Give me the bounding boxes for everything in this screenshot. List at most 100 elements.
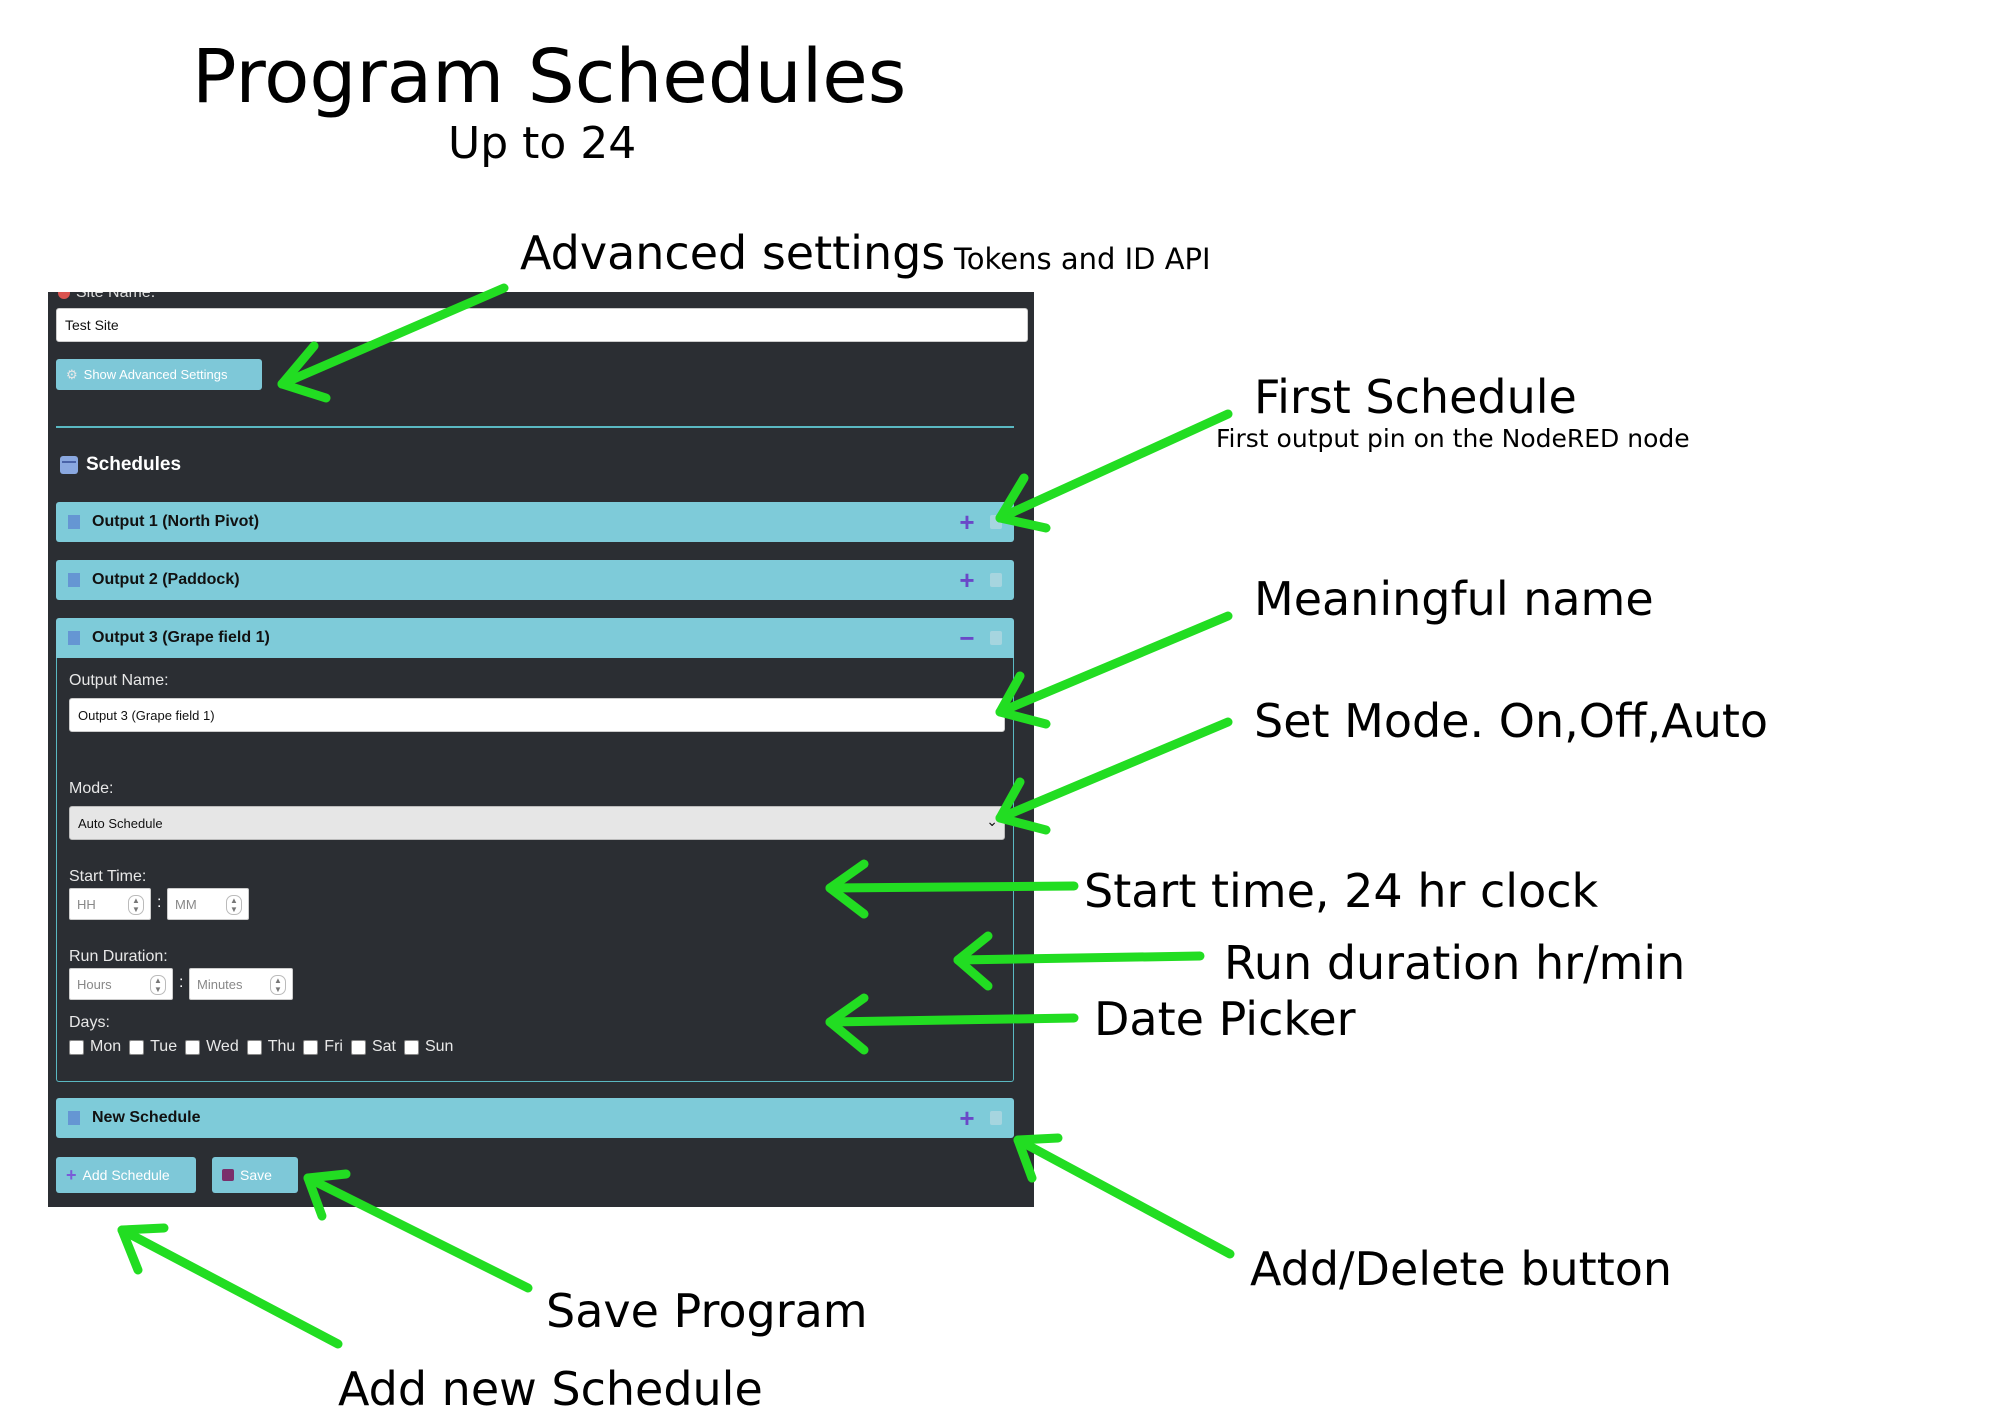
expand-plus-icon[interactable]: + (959, 506, 975, 537)
annotation-save-program: Save Program (546, 1284, 868, 1338)
annotation-start-time: Start time, 24 hr clock (1084, 864, 1599, 918)
calendar-icon (60, 456, 78, 474)
arrow-add-delete (1013, 1133, 1235, 1259)
schedule-title: Output 3 (Grape field 1) (92, 629, 270, 646)
save-label: Save (240, 1167, 272, 1183)
arrow-add-new (117, 1223, 343, 1349)
day-mon[interactable]: Mon (69, 1038, 121, 1056)
start-time-label: Start Time: (69, 868, 147, 885)
annotation-set-mode: Set Mode. On,Off,Auto (1254, 694, 1769, 748)
arrow-first-schedule (995, 409, 1233, 533)
output-name-input[interactable]: Output 3 (Grape field 1) (69, 698, 1005, 732)
start-hour-placeholder: HH (77, 897, 96, 912)
arrow-advanced (277, 283, 509, 403)
checkbox[interactable] (303, 1039, 319, 1055)
spinner-icon[interactable]: ▲▼ (226, 895, 242, 915)
delete-trash-icon[interactable] (990, 573, 1002, 587)
duration-minutes-placeholder: Minutes (197, 977, 243, 992)
day-thu[interactable]: Thu (246, 1038, 296, 1056)
schedule-title: Output 2 (Paddock) (92, 571, 240, 588)
days-picker: Mon Tue Wed Thu Fri Sat Sun (69, 1038, 453, 1056)
checkbox[interactable] (246, 1039, 262, 1055)
schedules-heading-label: Schedules (86, 454, 182, 475)
annotation-meaningful-name: Meaningful name (1254, 572, 1654, 626)
day-sat[interactable]: Sat (350, 1038, 396, 1056)
expand-plus-icon[interactable]: + (959, 1102, 975, 1133)
day-sun[interactable]: Sun (403, 1038, 453, 1056)
day-label: Fri (324, 1038, 343, 1055)
annotation-add-delete: Add/Delete button (1250, 1242, 1673, 1296)
add-schedule-label: Add Schedule (82, 1167, 170, 1183)
mode-select[interactable]: Auto Schedule ⌄ (69, 806, 1005, 840)
site-name-label: Site Name: (76, 292, 156, 301)
delete-trash-icon[interactable] (990, 631, 1002, 645)
duration-hours-input[interactable]: Hours ▲▼ (69, 968, 173, 1000)
show-advanced-settings-button[interactable]: ⚙ Show Advanced Settings (56, 359, 262, 390)
site-name-row: Site Name: (58, 292, 156, 301)
annotation-advanced: Advanced settings (520, 226, 946, 280)
arrow-run-duration (953, 931, 1205, 991)
annotation-date-picker: Date Picker (1094, 992, 1356, 1046)
schedules-heading: Schedules (60, 454, 181, 476)
day-label: Mon (90, 1038, 122, 1055)
start-hour-input[interactable]: HH ▲▼ (69, 888, 151, 920)
expand-plus-icon[interactable]: + (959, 564, 975, 595)
time-separator: : (157, 894, 162, 911)
day-label: Sat (371, 1038, 396, 1055)
schedule-title: New Schedule (92, 1109, 201, 1126)
schedule-header-2[interactable]: Output 2 (Paddock) + (56, 560, 1014, 600)
schedule-header-3[interactable]: Output 3 (Grape field 1) − (56, 618, 1014, 658)
duration-hours-placeholder: Hours (77, 977, 112, 992)
mode-select-value: Auto Schedule (78, 816, 163, 831)
duration-separator: : (179, 974, 184, 991)
output-name-label: Output Name: (69, 672, 169, 689)
show-advanced-settings-label: Show Advanced Settings (83, 367, 228, 382)
divider (56, 426, 1014, 428)
schedule-header-1[interactable]: Output 1 (North Pivot) + (56, 502, 1014, 542)
arrow-date-picker (825, 993, 1079, 1055)
page-subtitle: Up to 24 (448, 118, 637, 169)
folder-icon (68, 1111, 80, 1125)
day-wed[interactable]: Wed (185, 1038, 239, 1056)
add-schedule-button[interactable]: + Add Schedule (56, 1157, 196, 1193)
spinner-icon[interactable]: ▲▼ (150, 975, 166, 995)
mode-label: Mode: (69, 780, 114, 797)
annotation-add-new: Add new Schedule (338, 1362, 763, 1416)
checkbox[interactable] (185, 1039, 201, 1055)
folder-icon (68, 515, 80, 529)
checkbox[interactable] (129, 1039, 145, 1055)
site-name-input[interactable]: Test Site (56, 308, 1028, 342)
floppy-disk-icon (222, 1169, 234, 1181)
duration-minutes-input[interactable]: Minutes ▲▼ (189, 968, 293, 1000)
day-label: Tue (150, 1038, 178, 1055)
checkbox[interactable] (69, 1039, 84, 1055)
day-fri[interactable]: Fri (303, 1038, 343, 1056)
plus-icon: + (66, 1164, 77, 1185)
day-label: Thu (267, 1038, 296, 1055)
arrow-set-mode (995, 717, 1233, 835)
annotation-advanced-sub: Tokens and ID API (954, 242, 1211, 276)
checkbox[interactable] (403, 1039, 419, 1055)
annotation-first-schedule-sub: First output pin on the NodeRED node (1216, 424, 1690, 453)
settings-panel: Site Name: Test Site ⚙ Show Advanced Set… (48, 292, 1034, 1207)
save-button[interactable]: Save (212, 1157, 298, 1193)
annotation-run-duration: Run duration hr/min (1224, 936, 1686, 990)
spinner-icon[interactable]: ▲▼ (270, 975, 286, 995)
run-duration-label: Run Duration: (69, 948, 168, 965)
collapse-minus-icon[interactable]: − (959, 622, 975, 653)
days-label: Days: (69, 1014, 110, 1031)
start-minute-input[interactable]: MM ▲▼ (167, 888, 249, 920)
schedule-header-4[interactable]: New Schedule + (56, 1098, 1014, 1138)
spinner-icon[interactable]: ▲▼ (128, 895, 144, 915)
chevron-down-icon: ⌄ (986, 813, 998, 829)
page-title: Program Schedules (192, 34, 907, 120)
start-minute-placeholder: MM (175, 897, 197, 912)
day-label: Wed (206, 1038, 239, 1055)
checkbox[interactable] (350, 1039, 366, 1055)
folder-icon (68, 631, 80, 645)
arrow-start-time (825, 859, 1079, 919)
day-tue[interactable]: Tue (129, 1038, 177, 1056)
annotation-first-schedule: First Schedule (1254, 370, 1577, 424)
delete-trash-icon[interactable] (990, 1111, 1002, 1125)
